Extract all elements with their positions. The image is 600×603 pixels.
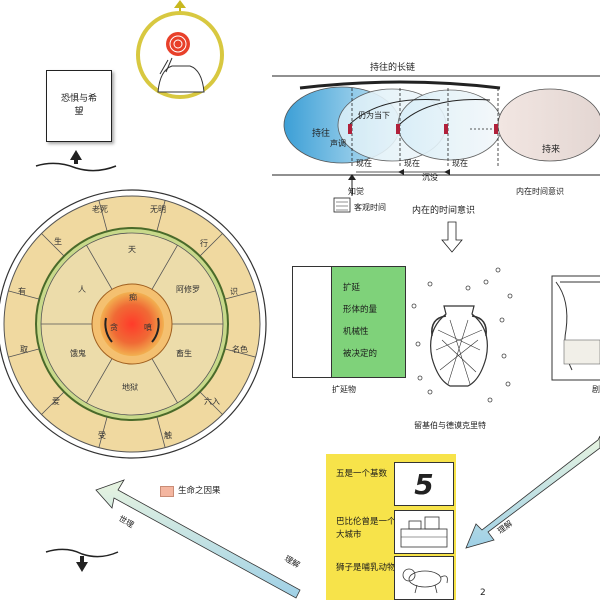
realm-hell: 地狱 [122, 382, 138, 392]
example-lion-text: 狮子是哺乳动物 [336, 563, 396, 573]
link-name-form: 名色 [232, 344, 248, 354]
inner-time-consciousness-label: 内在的时间意识 [412, 204, 475, 216]
example-number-text: 五是一个基数 [336, 469, 388, 479]
extension-item-3: 机械性 [343, 327, 369, 337]
link-aging-death: 老死 [92, 204, 108, 214]
realm-human: 人 [78, 285, 86, 294]
extension-item-2: 形体的量 [343, 305, 378, 315]
left-diagonal-arrow [95, 479, 301, 599]
music-note-icon [333, 197, 351, 213]
arrow-left-label: 世理 [117, 513, 136, 530]
now-label-3: 现在 [452, 158, 468, 168]
up-arrow-icon [35, 150, 117, 172]
down-arrow-icon [45, 548, 119, 572]
number-five-picture: 5 [394, 462, 454, 506]
inner-consciousness-label: 内在时间意识 [516, 186, 564, 196]
link-ignorance: 无明 [150, 205, 166, 214]
realm-animal: 畜生 [176, 348, 192, 358]
link-six-entrances: 六入 [204, 396, 220, 406]
wheel-of-life [0, 189, 267, 459]
example-babylon-text: 巴比伦曾是一个大城市 [336, 517, 396, 540]
center-anger-label: 嗔 [144, 322, 152, 332]
legend-swatch [160, 486, 174, 497]
fear-hope-text: 恐惧与希望 [60, 94, 97, 117]
extension-item-1: 扩延 [343, 283, 361, 293]
link-feeling: 受 [98, 430, 106, 440]
realm-asura: 阿修罗 [176, 284, 200, 294]
arrow-mid-label: 理解 [283, 553, 302, 570]
link-consciousness: 识 [230, 287, 238, 296]
center-greed-label: 贪 [110, 322, 118, 332]
soul-panel [293, 267, 332, 377]
tone-label: 声调 [330, 138, 346, 148]
center-ignorance-label: 痴 [129, 292, 137, 302]
curtain-caption: 剧 [592, 385, 600, 394]
page-number: 2 [480, 588, 486, 598]
retention-chain-diagram [272, 75, 600, 253]
fear-hope-box: 恐惧与希望 [46, 70, 112, 142]
link-formation: 行 [200, 238, 208, 248]
sink-label: 沉没 [422, 172, 438, 182]
link-contact: 触 [164, 430, 172, 440]
lion-picture [394, 556, 454, 600]
link-grasping: 取 [20, 345, 28, 354]
mind-circle-figure [136, 0, 224, 99]
examples-panel: 五是一个基数 5 巴比伦曾是一个大城市 狮子是哺乳动物 [326, 454, 456, 600]
objective-time-label: 客观时间 [354, 202, 386, 212]
legend-label: 生命之因果 [178, 486, 221, 496]
atomists-caption: 留基伯与德谟克里特 [414, 420, 486, 430]
link-birth: 生 [54, 236, 62, 246]
retention-label: 持往 [312, 127, 330, 139]
extension-caption: 扩延物 [332, 384, 356, 394]
remains-present-label: 仍为当下 [358, 110, 390, 120]
now-label-1: 现在 [356, 158, 372, 168]
now-label-2: 现在 [404, 158, 420, 168]
extension-box: 心灵 扩延 形体的量 机械性 被决定的 [292, 266, 406, 378]
babylon-city-picture [394, 510, 454, 554]
stage-curtain-picture [551, 275, 600, 381]
soul-label: 心灵 [301, 312, 320, 322]
link-becoming: 有 [18, 286, 26, 296]
perception-label: 知觉 [348, 186, 364, 196]
protention-label: 持来 [542, 143, 560, 155]
extension-item-4: 被决定的 [343, 349, 378, 359]
realm-hungry-ghost: 饿鬼 [70, 348, 86, 358]
realm-heaven: 天 [128, 245, 136, 254]
link-craving: 爱 [52, 397, 60, 406]
atomic-vase-icon [411, 267, 513, 403]
right-diagonal-arrow [465, 435, 600, 549]
chain-title: 持往的长链 [370, 61, 415, 73]
